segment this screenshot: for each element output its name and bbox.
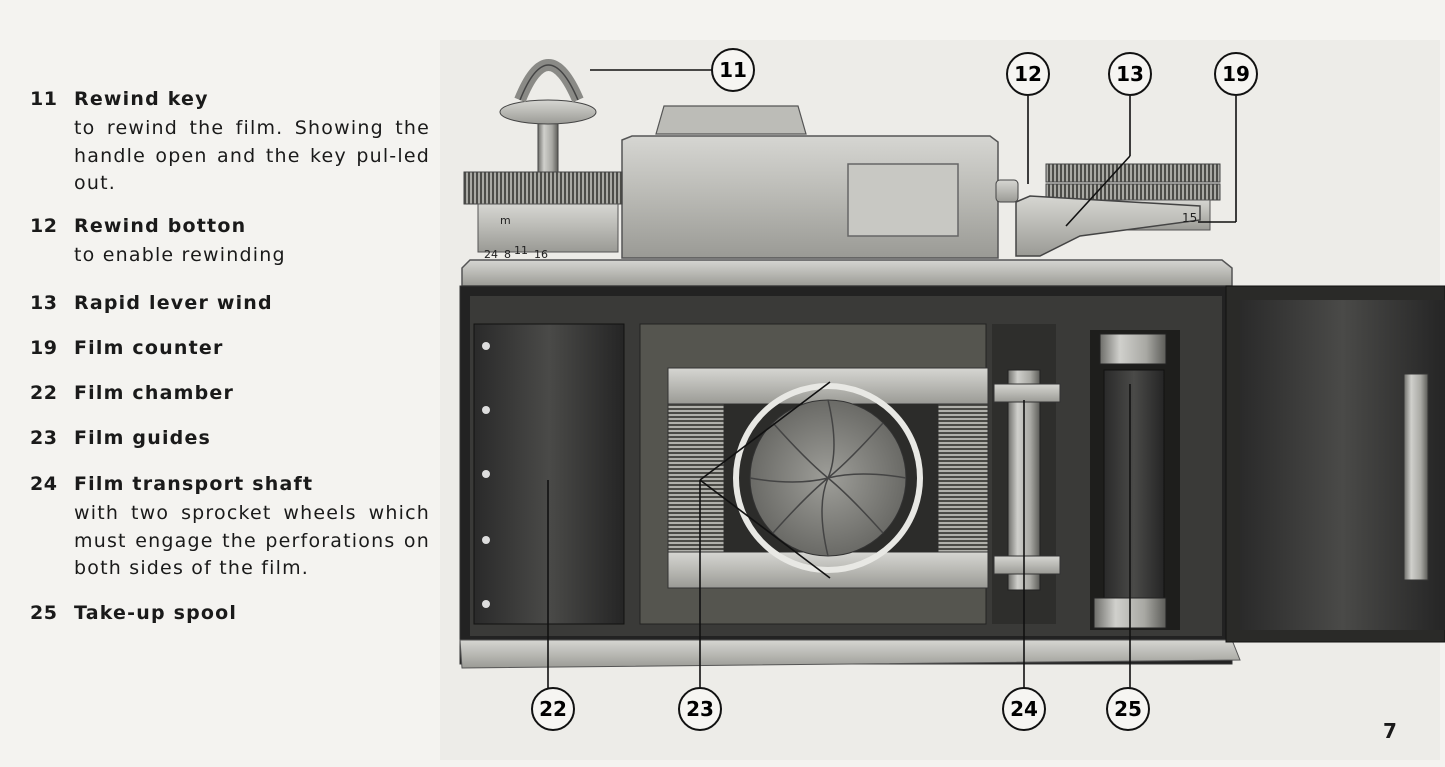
legend-description: to enable rewinding	[74, 244, 286, 266]
dial-mark: 11	[514, 244, 528, 257]
legend-title: Film counter	[74, 337, 224, 359]
rewind-button	[995, 179, 1019, 203]
callout-22: 22	[531, 687, 575, 731]
rapid-wind-lever: 15	[1015, 163, 1221, 257]
legend-number: 25	[30, 602, 58, 624]
rewind-knob: m 24 8 11 16	[463, 59, 623, 261]
callout-24: 24	[1002, 687, 1046, 731]
callout-11: 11	[711, 48, 755, 92]
dial-mark: 8	[504, 248, 511, 261]
legend-description: with two sprocket wheels which must enga…	[74, 502, 430, 579]
callout-label: 12	[1014, 62, 1042, 86]
legend-title: Film guides	[74, 427, 212, 449]
dial-mark: 16	[534, 248, 548, 261]
callout-19: 19	[1214, 52, 1258, 96]
callout-label: 24	[1010, 697, 1038, 721]
callout-label: 22	[539, 697, 567, 721]
camera-back-door	[1225, 285, 1445, 643]
page-number: 7	[1383, 719, 1397, 743]
legend-number: 24	[30, 473, 58, 495]
legend-number: 12	[30, 215, 58, 237]
camera-body	[459, 285, 1241, 669]
dial-mark: m	[500, 214, 511, 227]
callout-label: 23	[686, 697, 714, 721]
legend-title: Rapid lever wind	[74, 292, 273, 314]
callout-25: 25	[1106, 687, 1150, 731]
legend-number: 11	[30, 88, 58, 110]
callout-12: 12	[1006, 52, 1050, 96]
legend-description: to rewind the film. Showing the handle o…	[74, 117, 430, 194]
legend-title: Film transport shaft	[74, 473, 314, 495]
legend-title: Rewind key	[74, 88, 209, 110]
camera-top-plate	[461, 105, 1233, 287]
legend-number: 23	[30, 427, 58, 449]
legend-number: 22	[30, 382, 58, 404]
callout-13: 13	[1108, 52, 1152, 96]
callout-leader-lines	[547, 69, 1237, 688]
dial-mark: 24	[484, 248, 498, 261]
film-counter-value: 15	[1182, 211, 1197, 225]
callout-label: 11	[719, 58, 747, 82]
legend-title: Take-up spool	[74, 602, 238, 624]
callout-label: 13	[1116, 62, 1144, 86]
legend-title: Film chamber	[74, 382, 235, 404]
callout-label: 25	[1114, 697, 1142, 721]
callout-label: 19	[1222, 62, 1250, 86]
legend-title: Rewind botton	[74, 215, 247, 237]
legend-number: 19	[30, 337, 58, 359]
callout-23: 23	[678, 687, 722, 731]
legend-number: 13	[30, 292, 58, 314]
